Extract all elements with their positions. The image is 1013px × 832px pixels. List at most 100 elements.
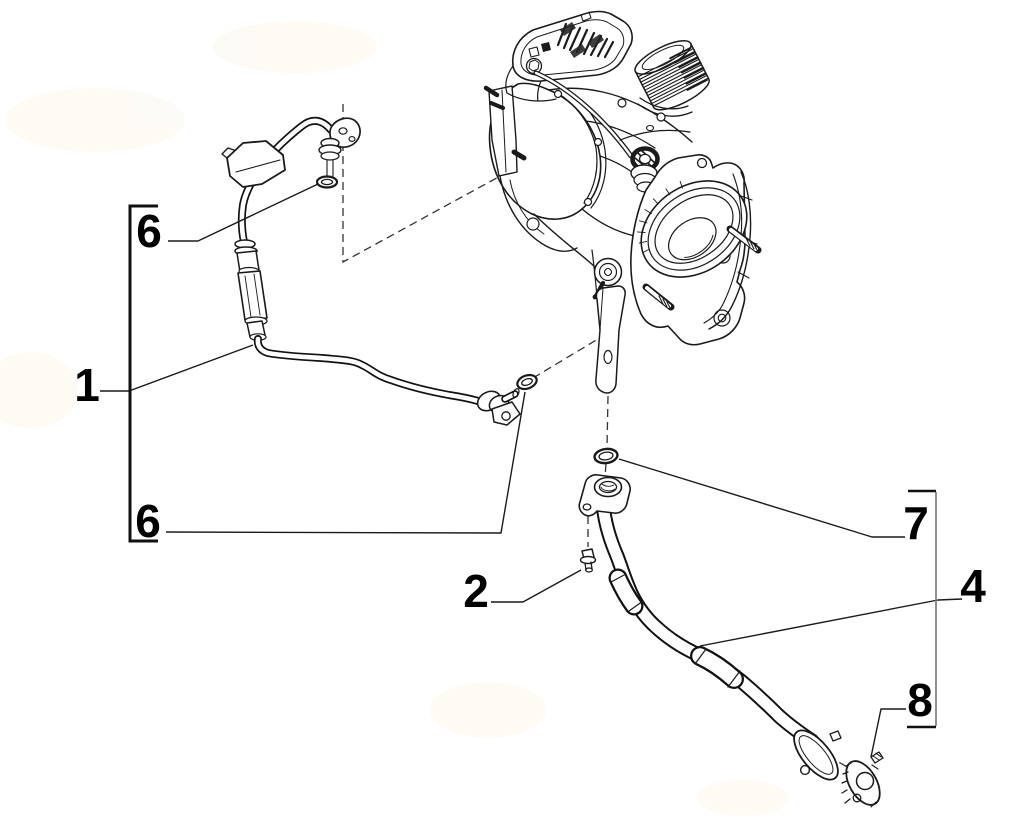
- turbocharger-assembly: [483, 10, 762, 394]
- drain-flange-ear-hole: [582, 503, 592, 511]
- bolt-collar: [579, 555, 597, 565]
- clamp-hole-small: [852, 793, 862, 803]
- actuator-connector-blobs: [560, 22, 604, 58]
- end-flange-plate: [793, 729, 839, 781]
- heat-shield-bracket: [221, 140, 286, 188]
- exhaust-flange: [630, 154, 762, 346]
- oil-drain-pipe: [578, 447, 884, 808]
- callout-2: 2: [463, 565, 489, 617]
- port-cavity-shadow: [684, 234, 714, 259]
- ring-hatch-ticks: [637, 180, 683, 253]
- banjo-eye-hole-1: [338, 127, 348, 135]
- fitting-nose-cap: [512, 388, 520, 398]
- alignment-dash-lines: [342, 104, 857, 773]
- fitting-tab-hole: [501, 411, 511, 421]
- feed-pipe-end-fitting: [476, 388, 521, 426]
- bolt-tip: [584, 567, 593, 573]
- callout-6-bottom: 6: [135, 495, 161, 547]
- turbine-lower-mount: [592, 257, 626, 394]
- leader-8: [870, 708, 906, 758]
- callout-4: 4: [960, 560, 986, 612]
- end-flange-hole: [799, 764, 811, 776]
- port-cavity: [668, 217, 717, 261]
- inlet-clamp-bolt: [656, 112, 666, 122]
- bracket-left: [128, 204, 158, 543]
- vband-boss-inner: [603, 267, 613, 277]
- compressor-left-bracket-edge: [501, 89, 507, 173]
- leader-6-bottom: [165, 391, 526, 534]
- actuator-boss-hex: [528, 59, 540, 72]
- feed-gasket-top: [315, 175, 339, 189]
- actuator-small-square: [528, 46, 540, 58]
- stud-threads: [745, 237, 759, 253]
- callout-6-top: 6: [136, 205, 162, 257]
- casting-edge: [619, 129, 691, 141]
- drain-sleeve-a-ticks: [610, 573, 644, 612]
- turbine-body-curve: [533, 213, 597, 269]
- alignment-dash-feed-gasket-to-turbo: [532, 335, 604, 379]
- compressor-left-bracket: [488, 85, 518, 177]
- silencer-cap: [634, 39, 692, 75]
- banjo-fitting: [318, 117, 361, 177]
- mount-stud-small: [511, 149, 527, 161]
- silencer-ribs: [638, 48, 708, 107]
- alignment-dash-arm-to-drain-gasket: [606, 395, 609, 449]
- sleeve-inner-line: [244, 273, 261, 318]
- support-arm-edge: [599, 287, 604, 331]
- feed-gasket-bottom: [516, 373, 538, 391]
- compressor-scroll-lower-inner: [509, 179, 545, 235]
- clamp-edge-detail: [870, 764, 879, 808]
- casting-hole: [645, 124, 655, 132]
- end-flange-inner: [798, 735, 834, 775]
- group-brackets: [128, 204, 937, 729]
- clamp-bolt: [583, 197, 593, 207]
- inlet-clamp-bolt: [617, 98, 627, 108]
- support-arm-hole: [603, 349, 613, 365]
- leader-7: [618, 458, 905, 538]
- mounting-bolt: [579, 548, 597, 573]
- flange-sealing-ring: [637, 180, 748, 278]
- drain-sleeve-b-core: [692, 648, 742, 687]
- drain-sleeve-b-ticks: [694, 648, 741, 688]
- clamp-bolt: [593, 137, 603, 147]
- bushing-inner: [638, 153, 652, 165]
- actuator-small-block: [541, 42, 551, 52]
- drain-port-outer: [593, 476, 623, 498]
- clamp-bolt: [553, 89, 563, 99]
- drain-gasket: [593, 447, 619, 465]
- drain-port-inner: [598, 480, 618, 494]
- feed-pipe-lower-core: [255, 336, 481, 404]
- wastegate-actuator: [505, 10, 634, 159]
- banjo-bolt-shaft: [326, 159, 334, 177]
- flange-boss-hole: [717, 313, 727, 323]
- air-inlet-silencer: [634, 39, 710, 111]
- actuator-plate-notch: [580, 11, 592, 22]
- drain-port-threads: [600, 483, 616, 492]
- flange-side-band-inner: [703, 173, 743, 324]
- flange-side-band-outer: [708, 171, 752, 330]
- banjo-eye-hole-2: [348, 136, 356, 142]
- vband-boss-mid: [598, 262, 618, 282]
- leader-lines: [100, 183, 963, 758]
- silencer-ribs-dark: [669, 46, 708, 91]
- stud-threads: [658, 295, 672, 311]
- leader-4: [699, 598, 963, 647]
- clamp-body: [845, 760, 881, 806]
- callout-7: 7: [903, 497, 929, 549]
- sleeve-main-segment: [237, 270, 268, 321]
- callout-8: 8: [907, 674, 933, 726]
- compressor-scroll-lower: [499, 175, 578, 252]
- leader-6-top: [168, 183, 319, 242]
- clamp-hole-large: [855, 771, 875, 791]
- callout-numbers: 6 1 6 2 7 4 8: [74, 205, 986, 726]
- drain-end-flange: [793, 729, 842, 781]
- drain-flange: [578, 474, 631, 517]
- clamp-teeth: [841, 762, 852, 804]
- fitting-tab: [491, 401, 521, 426]
- heat-shield-plate: [226, 140, 286, 188]
- compressor-clamp-ring-outer: [555, 91, 598, 204]
- clamp-screw-slot: [872, 752, 882, 761]
- heat-shield-tab: [221, 147, 235, 159]
